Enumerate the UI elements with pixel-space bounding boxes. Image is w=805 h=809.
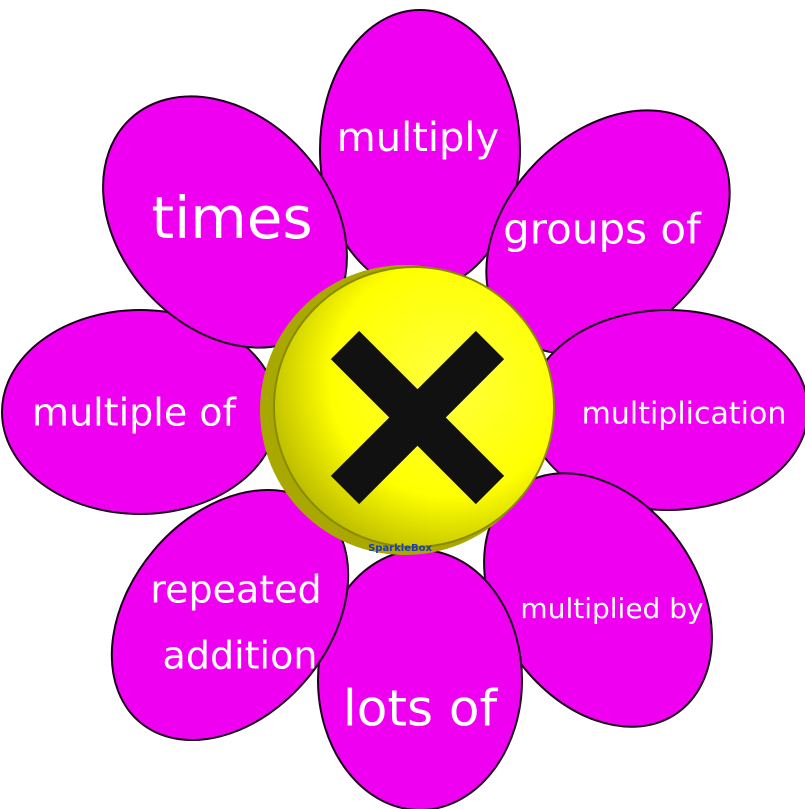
petal-label-top: multiply (337, 115, 499, 161)
petal-label-left: multiple of (32, 391, 238, 435)
petal-label-bottom-left-line1: repeated (150, 568, 321, 612)
petal-label-bottom: lots of (343, 680, 499, 738)
petal-label-bottom-right: multiplied by (520, 592, 703, 625)
petal-label-bottom-left-line2: addition (163, 634, 318, 678)
petal-label-top-right: groups of (503, 205, 702, 254)
petal-label-right: multiplication (582, 397, 787, 432)
petal-label-top-left: times (151, 184, 312, 252)
brand-logo: SparkleBox (368, 543, 432, 554)
